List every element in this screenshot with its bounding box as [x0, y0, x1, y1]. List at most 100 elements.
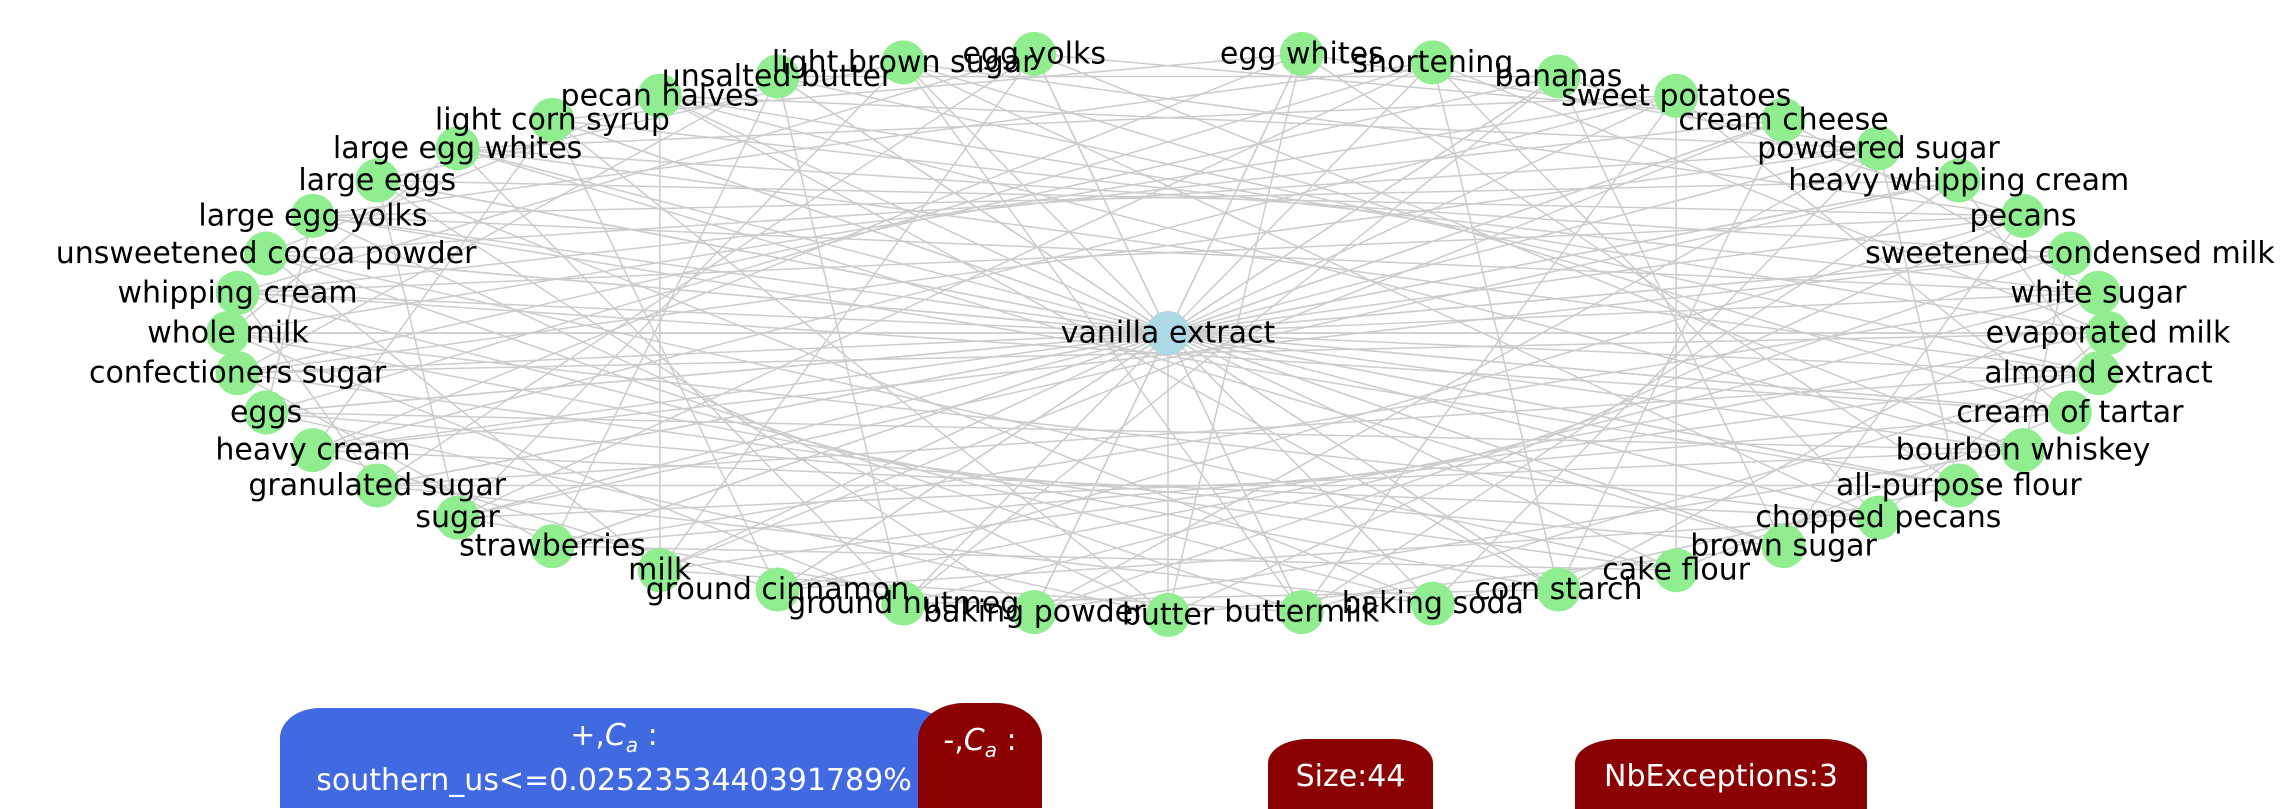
graph-edge: [1033, 252, 2071, 613]
graph-node: [881, 40, 926, 85]
graph-node-label: evaporated milk: [1986, 316, 2231, 351]
graph-node: [355, 158, 400, 203]
graph-node-label: baking soda: [1342, 586, 1524, 621]
graph-node-label: all-purpose flour: [1836, 468, 2083, 503]
graph-edge: [902, 61, 2071, 414]
size-badge: Size:44: [1268, 739, 1433, 809]
graph-edge: [266, 411, 1784, 547]
graph-edge: [1958, 180, 2100, 374]
graph-edge: [312, 53, 1303, 451]
graph-node-label: unsweetened cocoa powder: [56, 236, 477, 271]
graph-edge: [237, 292, 1169, 334]
graph-edge: [457, 147, 2070, 255]
graph-edge: [227, 332, 904, 605]
graph-edge: [457, 147, 1784, 547]
graph-node: [1761, 97, 1806, 142]
positive-condition-value: southern_us<=0.025235344039178​9%: [316, 762, 912, 798]
graph-node: [1936, 463, 1981, 508]
graph-edge: [1782, 215, 2024, 547]
graph-edge: [777, 332, 2109, 591]
graph-node: [530, 524, 575, 569]
graph-edge: [659, 95, 1879, 150]
graph-node: [1654, 548, 1699, 593]
graph-node: [530, 97, 575, 142]
graph-node: [1536, 54, 1581, 99]
graph-node: [290, 193, 335, 238]
graph-node: [215, 270, 260, 315]
negative-condition-title: -,Ca :: [943, 723, 1017, 762]
graph-edge: [902, 75, 1559, 605]
graph-node-label: corn starch: [1474, 572, 1642, 607]
graph-edge: [457, 147, 2099, 374]
graph-edge: [266, 147, 1879, 255]
graph-node-label: powdered sugar: [1757, 131, 2000, 166]
graph-edge: [265, 215, 314, 413]
graph-edge: [1034, 449, 2024, 613]
graph-edge: [659, 95, 2024, 451]
graph-node-label: cream cheese: [1678, 102, 1888, 137]
graph-node: [2047, 231, 2092, 276]
graph-edge: [777, 516, 1879, 591]
graph-node: [1761, 524, 1806, 569]
graph-edge: [265, 252, 1303, 613]
graph-node-label: ground cinnamon: [646, 572, 910, 607]
center-node-label: vanilla extract: [1061, 316, 1276, 351]
graph-node-label: light corn syrup: [435, 102, 670, 137]
graph-edge: [227, 147, 459, 334]
graph-edge: [377, 484, 1433, 605]
graph-edge: [551, 119, 779, 590]
graph-edge: [377, 179, 2024, 217]
graph-node-label: ground nutmeg: [787, 586, 1019, 621]
graph-node-label: large egg whites: [333, 131, 582, 166]
graph-edge: [312, 215, 2099, 294]
graph-node-label: whole milk: [147, 316, 309, 351]
graph-node: [1279, 31, 1324, 76]
graph-node: [1146, 593, 1190, 637]
graph-node-label: large egg yolks: [198, 198, 427, 233]
graph-edge: [551, 119, 1169, 616]
graph-edge: [552, 119, 2099, 294]
graph-node: [1536, 567, 1581, 612]
graph-node: [1936, 158, 1981, 203]
graph-edge: [1877, 332, 2109, 519]
graph-edge: [1558, 292, 2099, 591]
graph-node: [1012, 31, 1057, 76]
graph-node-label: large eggs: [298, 163, 456, 198]
graph-edge: [659, 332, 1169, 571]
graph-edge: [1167, 292, 2099, 334]
graph-edge: [376, 179, 1035, 613]
graph-edge: [552, 292, 2099, 547]
graph-node-label: heavy cream: [215, 433, 410, 468]
graph-node-label: chopped pecans: [1755, 500, 2001, 535]
center-node: [1146, 311, 1190, 355]
graph-edge: [902, 61, 1303, 613]
graph-edge: [237, 119, 1784, 294]
graph-node-label: baking powder: [923, 595, 1146, 630]
graph-node-label: sweet potatoes: [1561, 78, 1791, 113]
graph-edge: [457, 332, 1169, 519]
graph-node-label: sugar: [415, 500, 500, 535]
graph-node: [2001, 428, 2046, 473]
graph-edge: [1167, 332, 1434, 605]
graph-node-label: egg yolks: [962, 36, 1106, 71]
graph-edge: [236, 292, 378, 486]
graph-node: [206, 311, 250, 355]
graph-node: [2047, 390, 2092, 435]
graph-edge: [1167, 332, 2024, 451]
graph-node: [2076, 351, 2121, 396]
graph-edge: [1301, 372, 2099, 613]
graph-node-label: eggs: [230, 395, 302, 430]
graph-edge: [312, 332, 1169, 451]
graph-node: [1856, 495, 1901, 540]
graph-edge: [551, 76, 779, 547]
graph-edge: [237, 372, 553, 547]
graph-node: [755, 54, 800, 99]
negative-condition-badge: -,Ca :: [918, 703, 1042, 808]
graph-node-label: granulated sugar: [248, 468, 506, 503]
graph-node-label: strawberries: [459, 529, 646, 564]
graph-edge: [659, 95, 2109, 334]
graph-edge: [266, 411, 2024, 451]
graph-nodes: [206, 31, 2130, 637]
graph-edge: [457, 179, 1959, 519]
graph-edge: [1033, 147, 1879, 613]
